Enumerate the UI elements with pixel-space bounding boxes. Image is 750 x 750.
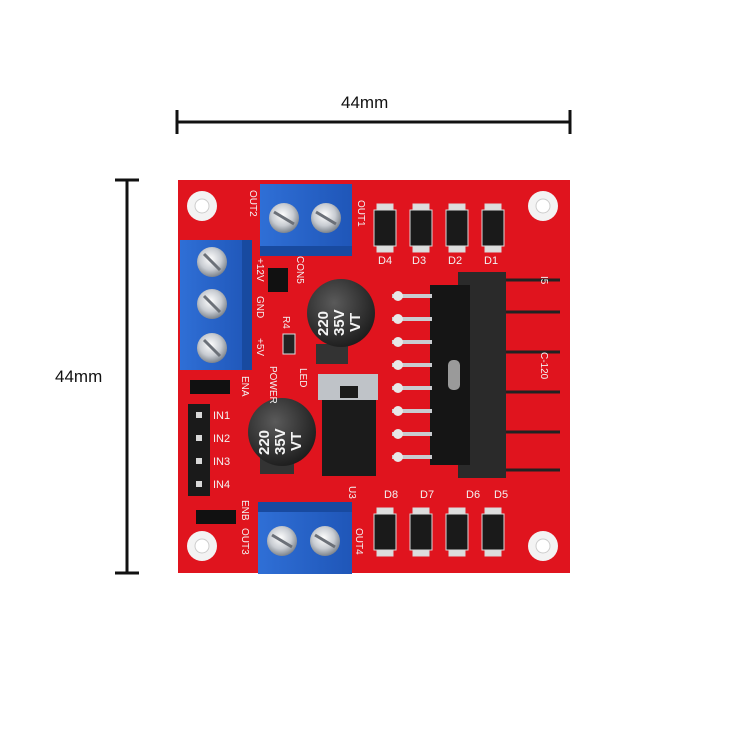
silk-ic: C-120 xyxy=(538,352,549,380)
cap1-line2: 35V xyxy=(331,309,348,336)
silk-con5: CON5 xyxy=(294,256,305,284)
silk-d3: D3 xyxy=(412,255,426,267)
silk-d2: D2 xyxy=(448,255,462,267)
silk-d5: D5 xyxy=(494,489,508,501)
cap2-line3: VT xyxy=(288,432,305,451)
silk-u3: U3 xyxy=(346,486,357,499)
silk-i5: I5 xyxy=(538,276,549,285)
resistor-r4 xyxy=(282,333,296,355)
silk-5v: +5V xyxy=(254,338,265,356)
silk-r4: R4 xyxy=(280,316,291,329)
silk-d6: D6 xyxy=(466,489,480,501)
silk-gnd: GND xyxy=(254,296,265,318)
silk-in1: IN1 xyxy=(213,410,230,422)
diodes-bottom xyxy=(373,507,505,557)
cap2-line2: 35V xyxy=(272,428,289,455)
height-label: 44mm xyxy=(55,367,103,386)
silk-d4: D4 xyxy=(378,255,392,267)
silk-out1: OUT1 xyxy=(355,200,366,227)
pin-header xyxy=(188,380,236,524)
capacitor-2: 220 35V VT xyxy=(248,398,316,474)
capacitor-1: 220 35V VT xyxy=(307,279,375,364)
terminal-block-power xyxy=(180,240,252,370)
silk-d8: D8 xyxy=(384,489,398,501)
l298-pins xyxy=(392,294,432,459)
heatsink xyxy=(430,272,560,478)
silk-enb: ENB xyxy=(239,500,250,521)
silk-in3: IN3 xyxy=(213,456,230,468)
l298-pads xyxy=(393,291,403,462)
silk-d1: D1 xyxy=(484,255,498,267)
terminal-block-top xyxy=(260,184,352,256)
cap2-line1: 220 xyxy=(256,430,273,455)
silk-out4: OUT4 xyxy=(353,528,364,555)
silk-12v: +12V xyxy=(254,258,265,282)
cap1-line1: 220 xyxy=(315,311,332,336)
voltage-regulator xyxy=(318,374,378,476)
mounting-hole-icon xyxy=(187,191,558,561)
silk-in2: IN2 xyxy=(213,433,230,445)
silk-d7: D7 xyxy=(420,489,434,501)
width-label: 44mm xyxy=(341,93,389,112)
silk-out2: OUT2 xyxy=(247,190,258,217)
silk-power: POWER xyxy=(267,366,278,404)
cap1-line3: VT xyxy=(347,313,364,332)
silk-out3: OUT3 xyxy=(239,528,250,555)
diodes-top xyxy=(373,203,505,253)
silk-in4: IN4 xyxy=(213,479,230,491)
terminal-block-bottom xyxy=(258,502,352,574)
silk-led: LED xyxy=(297,368,308,387)
silk-ena: ENA xyxy=(239,376,250,397)
jumper-con5 xyxy=(268,268,288,292)
